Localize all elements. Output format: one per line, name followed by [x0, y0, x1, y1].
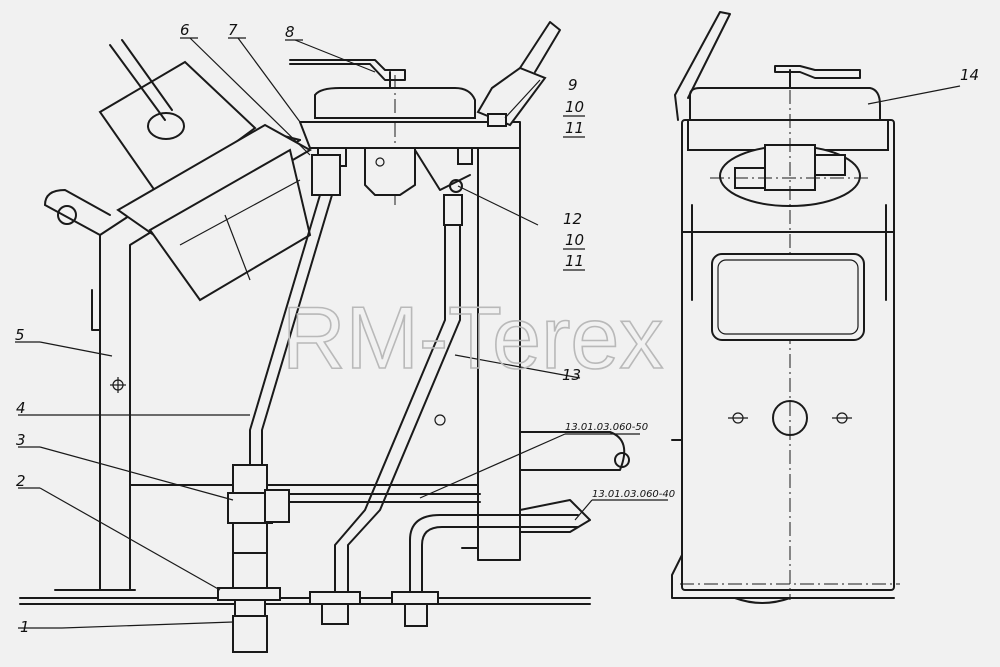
- callout-6: 6: [180, 21, 190, 39]
- callout-7: 7: [228, 21, 238, 39]
- callout-11-mid: 11: [565, 252, 584, 270]
- callout-9: 9: [568, 76, 578, 94]
- watermark: RM-Terex: [282, 288, 663, 387]
- callout-4: 4: [16, 399, 26, 417]
- callout-8: 8: [285, 23, 295, 41]
- callouts: 1 2 3 4 5 6 7 8 9 10 11 12 10 11 13 14 1…: [15, 21, 979, 636]
- callout-12: 12: [563, 210, 582, 228]
- callout-1: 1: [20, 618, 30, 636]
- ref-060-40: 13.01.03.060-40: [592, 489, 675, 500]
- callout-10-top: 10: [565, 98, 584, 116]
- callout-5: 5: [15, 326, 25, 344]
- ref-060-50: 13.01.03.060-50: [565, 422, 648, 433]
- left-view: [19, 21, 630, 653]
- callout-10-mid: 10: [565, 231, 584, 249]
- callout-13: 13: [562, 366, 581, 384]
- callout-3: 3: [16, 431, 26, 449]
- tilted-housing: [98, 39, 313, 302]
- callout-14: 14: [960, 66, 979, 84]
- callout-11-top: 11: [565, 119, 584, 137]
- callout-2: 2: [16, 472, 26, 490]
- leaders: [15, 37, 961, 629]
- right-view: [671, 11, 900, 604]
